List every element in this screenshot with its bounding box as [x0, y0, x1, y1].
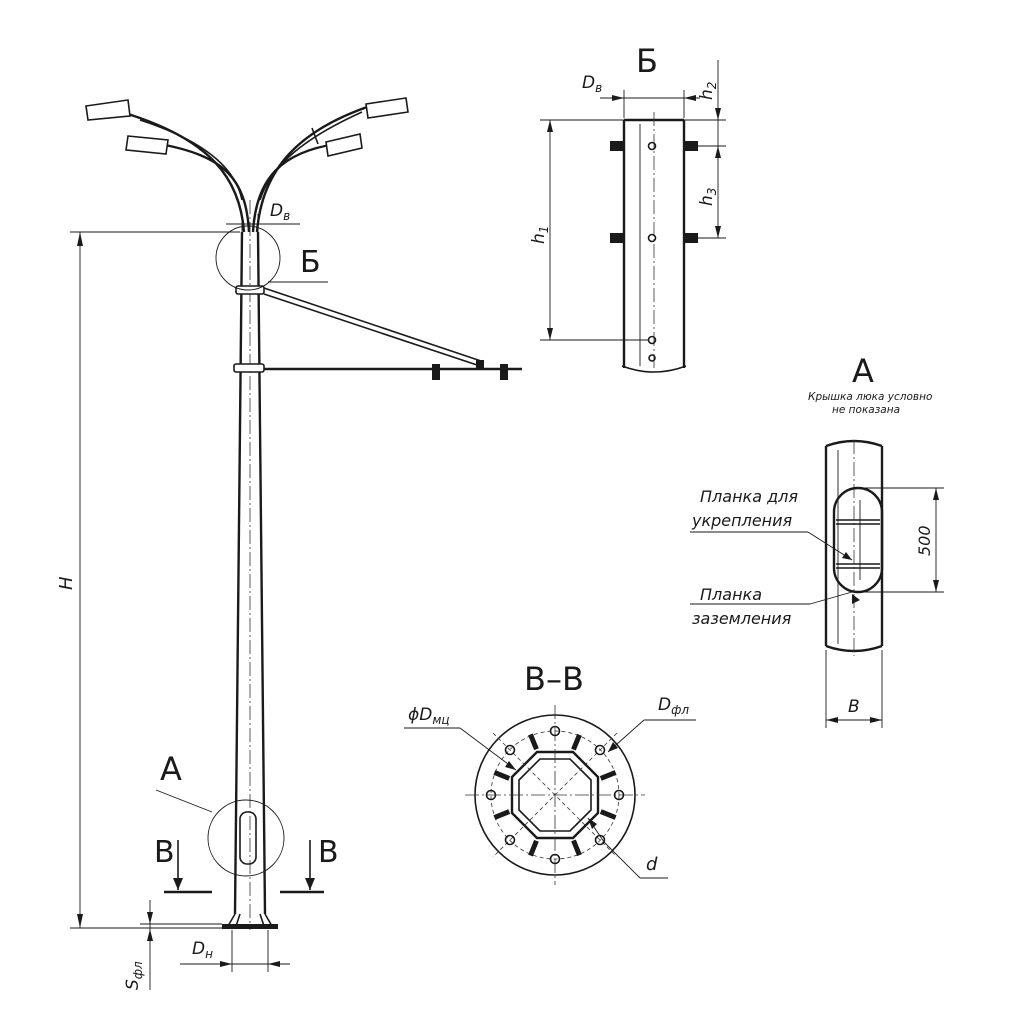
- detail-b-view: Б Dв h2: [529, 42, 726, 373]
- dim-Dmc: ϕDмц: [408, 705, 450, 727]
- detail-a-marker: А: [160, 750, 182, 788]
- detail-b-holes: [647, 141, 657, 362]
- wire-bracket: [233, 285, 522, 380]
- section-vv-title: В–В: [524, 660, 584, 698]
- dim-d: d: [646, 854, 658, 875]
- height-dimension: H: [56, 231, 240, 929]
- dim-h2: h2: [697, 82, 719, 100]
- section-cut-marks: В В: [154, 835, 339, 894]
- dim-B: B: [848, 697, 860, 717]
- top-diameter-dimension: Dв: [226, 201, 300, 232]
- note-hatch-cover-line2: не показана: [832, 404, 900, 416]
- detail-a-view: А Крышка люка условно не показана 500 B …: [690, 352, 944, 728]
- note-ground-plate-line1: Планка: [700, 585, 762, 604]
- detail-b-callout-circle: [215, 225, 281, 291]
- bottom-diameter-dimension: Dн: [180, 930, 290, 972]
- luminaires: [85, 97, 409, 157]
- dim-Dv-detail: Dв: [582, 73, 602, 95]
- detail-b-title: Б: [636, 42, 658, 80]
- hatch-opening: [239, 811, 257, 865]
- dim-hatch-length: 500: [915, 525, 934, 556]
- main-pole-view: Б А В В H Dв: [56, 97, 522, 990]
- gusset-ribs: [493, 733, 617, 857]
- cut-label-left: В: [154, 835, 175, 870]
- detail-b-marker: Б: [300, 245, 321, 280]
- dim-h3: h3: [697, 188, 719, 206]
- cut-label-right: В: [318, 835, 339, 870]
- detail-a-hatch: [832, 486, 884, 594]
- detail-a-title: А: [852, 352, 874, 390]
- dim-h1: h1: [529, 226, 551, 244]
- note-hatch-cover-line1: Крышка люка условно: [808, 391, 932, 403]
- note-mount-plate-line1: Планка для: [700, 487, 798, 506]
- note-mount-plate-line2: укрепления: [691, 511, 793, 530]
- luminaire-arms: [127, 104, 371, 233]
- note-ground-plate-line2: заземления: [692, 609, 792, 628]
- section-vv-view: В–В: [404, 660, 696, 885]
- pole-shaft: [222, 200, 278, 930]
- dim-Dfl: Dфл: [658, 695, 689, 717]
- dim-H: H: [56, 576, 77, 590]
- dim-Dn: Dн: [192, 939, 213, 961]
- dim-Dv-main: Dв: [270, 201, 290, 223]
- octagonal-shaft-section: [510, 750, 600, 840]
- detail-b-clamps: [610, 141, 698, 243]
- flange-thickness-dimension: Sфл: [123, 900, 222, 990]
- detail-a-callout-circle: [207, 799, 285, 877]
- dim-Sfl: Sфл: [123, 961, 145, 990]
